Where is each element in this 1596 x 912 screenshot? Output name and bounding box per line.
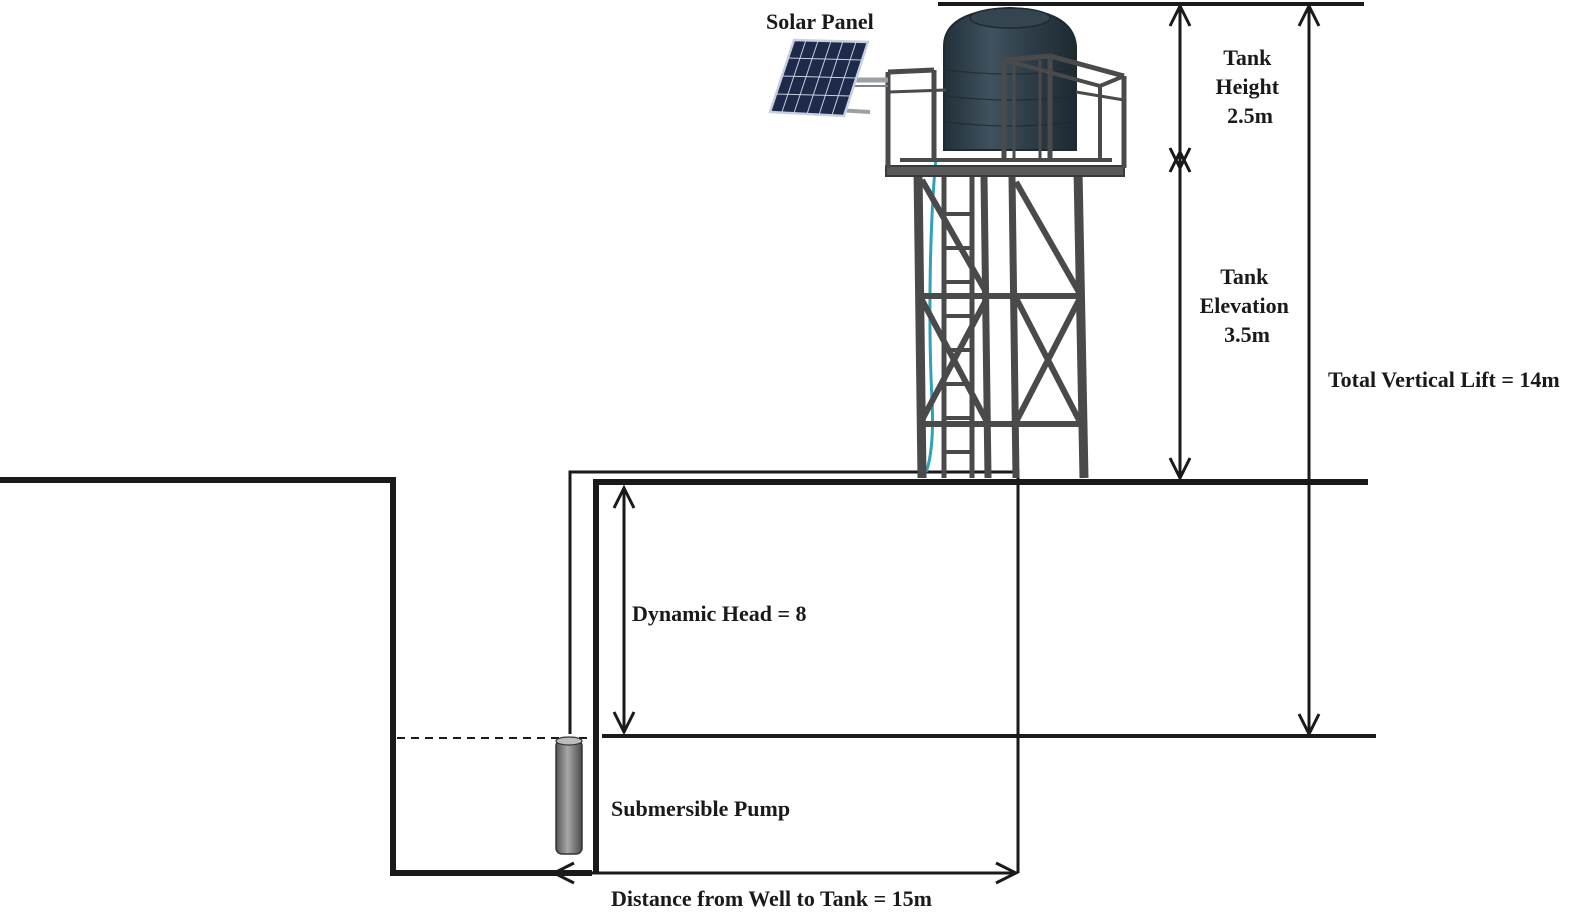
tower-icon (913, 157, 1089, 479)
tank-elevation-line-2: Elevation (1200, 293, 1289, 318)
platform-railing (885, 53, 1127, 177)
water-tank-icon (943, 6, 1077, 151)
distance-label: Distance from Well to Tank = 15m (611, 886, 932, 911)
tank-elevation-line-1: Tank (1220, 264, 1269, 289)
dynamic-head-label: Dynamic Head = 8 (632, 601, 806, 626)
well-ground-profile (0, 477, 1368, 876)
solar-panel-label: Solar Panel (766, 9, 874, 34)
left-ground-and-well-wall (0, 477, 592, 876)
right-well-wall-and-ground (593, 479, 1368, 873)
tank-elevation-line-3: 3.5m (1224, 322, 1270, 347)
submersible-pump-icon (555, 736, 583, 855)
solar-panel-icon (768, 38, 888, 118)
tank-height-line-3: 2.5m (1227, 103, 1273, 128)
delivery-pipe (568, 470, 1020, 873)
tank-height-line-2: Height (1215, 74, 1279, 99)
total-vertical-lift-label: Total Vertical Lift = 14m (1328, 367, 1560, 392)
submersible-pump-label: Submersible Pump (611, 796, 790, 821)
tank-height-line-1: Tank (1223, 45, 1272, 70)
tank-elevation-label: Tank Elevation 3.5m (1200, 264, 1295, 347)
tank-height-label: Tank Height 2.5m (1215, 45, 1284, 128)
